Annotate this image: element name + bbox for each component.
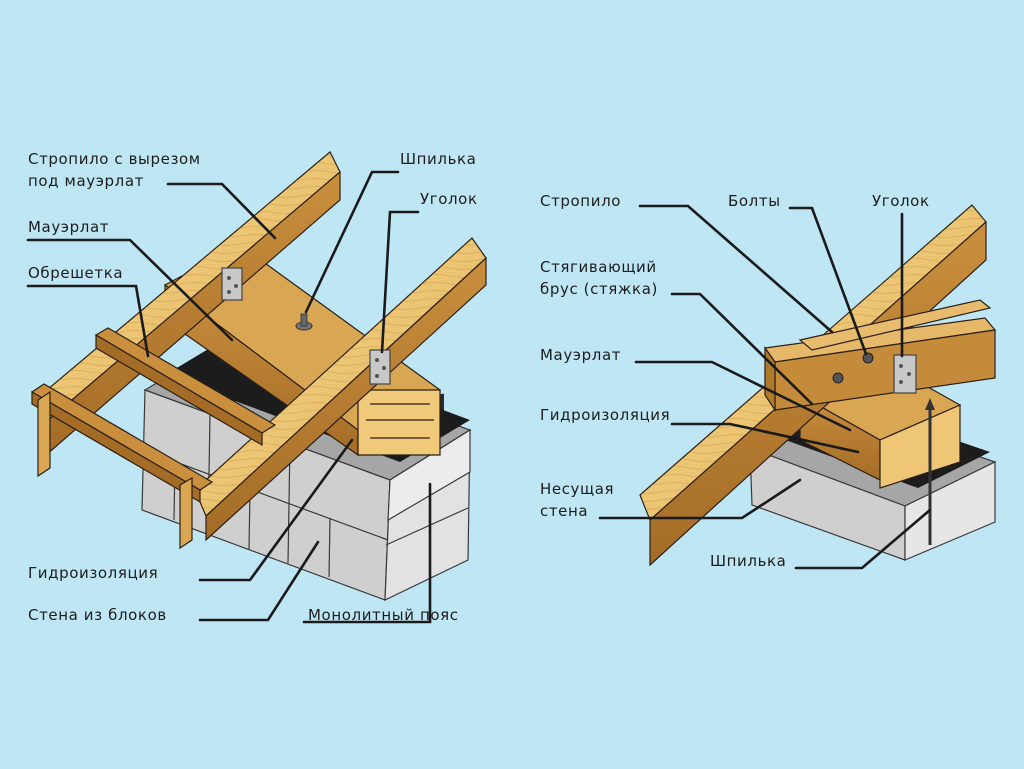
right-bracket [893,354,917,394]
label-right-bolts: Болты [728,192,781,210]
label-wall-1: Несущая [540,480,614,498]
label-left-stud: Шпилька [400,150,476,168]
label-right-stud: Шпилька [710,552,786,570]
left-stud [295,313,313,331]
left-leader-lines [26,170,432,624]
right-stud [925,398,935,545]
label-left-mauerlat: Мауэрлат [28,218,109,236]
label-right-bracket: Уголок [872,192,930,210]
label-left-waterproofing: Гидроизоляция [28,564,158,582]
label-left-batten: Обрешетка [28,264,123,282]
left-bracket-upper [221,267,243,301]
label-left-bracket: Уголок [420,190,478,208]
right-leader-lines [598,204,932,570]
left-mauerlat-end [357,389,441,456]
label-wall-2: стена [540,502,588,520]
left-rafter-front [194,237,487,542]
label-right-waterproofing: Гидроизоляция [540,406,670,424]
left-bracket-front [369,349,391,385]
label-block-wall: Стена из блоков [28,606,167,624]
label-tie-beam-1: Стягивающий [540,258,657,276]
left-battens [30,327,277,550]
label-rafter-notch-1: Стропило с вырезом [28,150,201,168]
label-right-mauerlat: Мауэрлат [540,346,621,364]
right-bolts [832,352,874,384]
label-right-rafter: Стропило [540,192,621,210]
right-diagram: Стропило Болты Уголок Стягивающий брус (… [540,192,997,570]
left-diagram: Стропило с вырезом под мауэрлат Мауэрлат… [26,150,487,624]
label-tie-beam-2: брус (стяжка) [540,280,658,298]
label-monolithic-belt: Монолитный пояс [308,606,459,624]
label-rafter-notch-2: под мауэрлат [28,172,144,190]
